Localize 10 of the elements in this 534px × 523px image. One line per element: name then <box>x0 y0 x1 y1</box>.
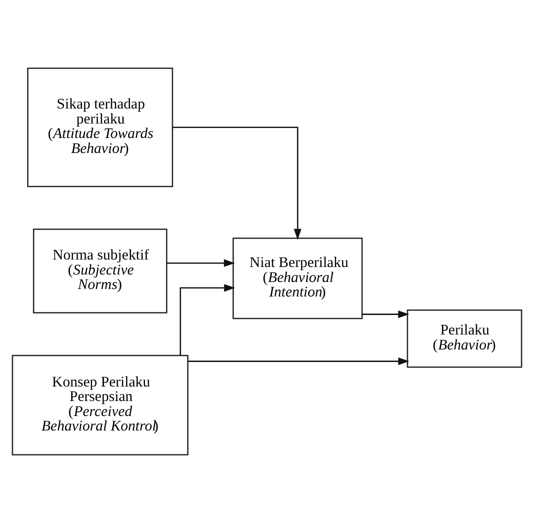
arrow <box>362 310 410 318</box>
arrow <box>172 126 302 240</box>
node-box: Perilaku (Behavior) <box>406 309 522 368</box>
node-box: Niat Berperilaku (Behavioral Intention) <box>232 238 363 320</box>
node-box: Sikap terhadap perilaku (Attitude Towards Behavior) <box>27 68 174 188</box>
arrow <box>188 357 410 366</box>
node-box: Norma subjektif (Subjective Norms) <box>32 228 168 314</box>
arrow <box>180 284 236 356</box>
arrow <box>166 259 235 267</box>
node-box: Konsep Perilaku Persepsian (Perceived Behavioral Kontrol) <box>12 354 188 456</box>
